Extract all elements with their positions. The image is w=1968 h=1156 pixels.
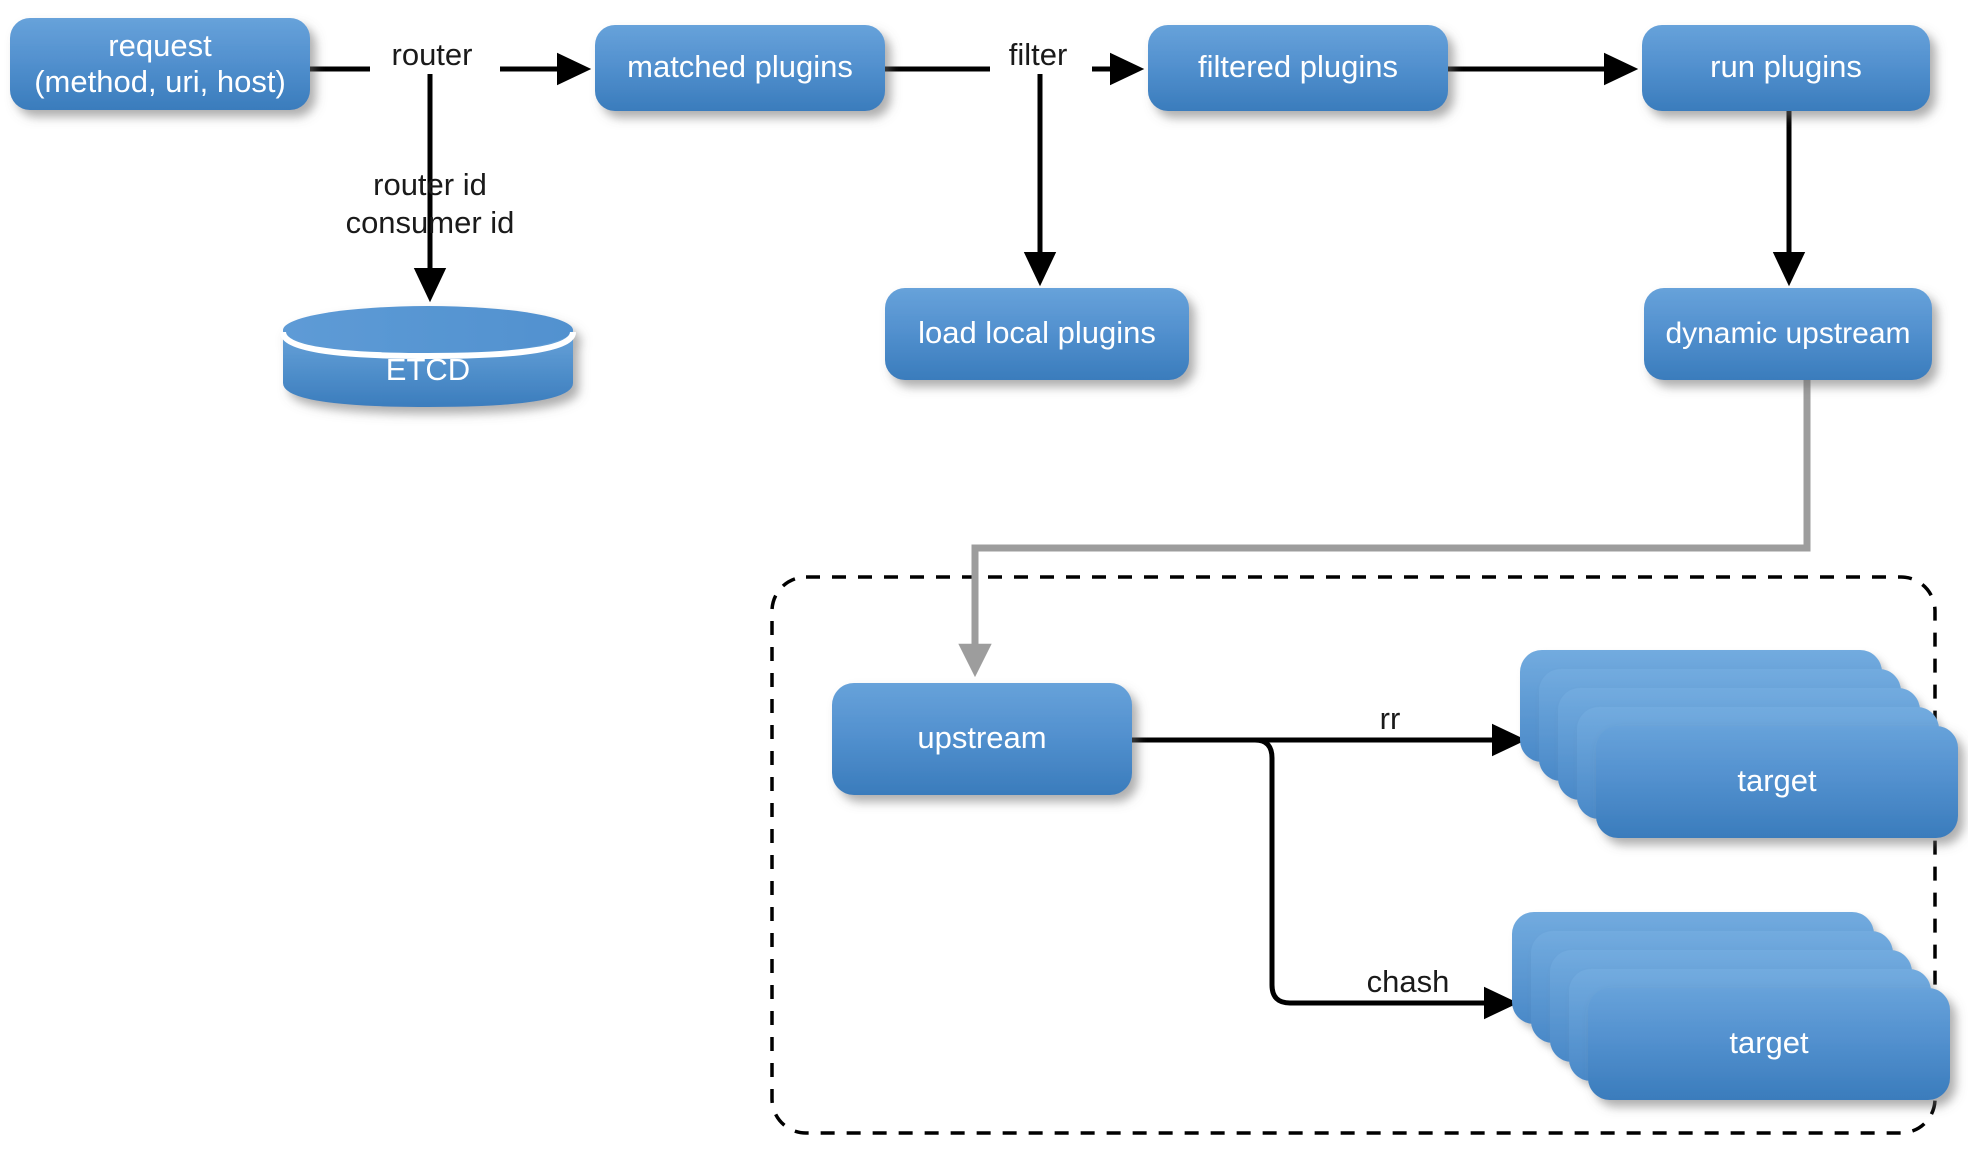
node-upstream-shape — [832, 683, 1132, 795]
node-target-rr-label: target — [1737, 763, 1817, 798]
edge-label-rr: rr — [1380, 701, 1401, 736]
edge-label-filter-bg — [990, 40, 1092, 74]
upstream-group-border — [770, 575, 1937, 1135]
node-target-rr-layer-front — [1596, 726, 1958, 838]
node-dynamic-upstream-shape — [1644, 288, 1932, 380]
node-load-local-plugins-label: load local plugins — [918, 315, 1156, 350]
edge-label-router-id: router id — [373, 167, 487, 202]
node-run-plugins[interactable]: run plugins — [1642, 25, 1930, 111]
edge-dynamic-to-upstream — [958, 380, 1811, 678]
node-dynamic-upstream-label: dynamic upstream — [1665, 317, 1910, 350]
node-etcd-top — [283, 306, 573, 354]
node-matched-plugins-shape — [595, 25, 885, 111]
edge-label-filter: filter — [1009, 37, 1068, 72]
node-request[interactable]: request (method, uri, host) — [10, 18, 310, 110]
node-target-chash-label: target — [1729, 1025, 1809, 1060]
node-filtered-plugins[interactable]: filtered plugins — [1148, 25, 1448, 111]
edge-label-chash: chash — [1367, 964, 1450, 999]
node-run-plugins-shape — [1642, 25, 1930, 111]
edge-upstream-to-target-chash — [1132, 737, 1519, 1020]
node-matched-plugins-label: matched plugins — [627, 49, 853, 84]
edge-label-consumer-id: consumer id — [346, 205, 515, 240]
node-etcd-label: ETCD — [386, 352, 470, 387]
node-etcd[interactable]: ETCD — [280, 306, 576, 407]
node-upstream-label: upstream — [917, 720, 1046, 755]
node-target-chash[interactable]: target — [1512, 912, 1950, 1100]
node-load-local-plugins[interactable]: load local plugins — [885, 288, 1189, 380]
node-etcd-rim — [280, 331, 576, 360]
node-upstream[interactable]: upstream — [832, 683, 1132, 795]
node-request-label-line1: request — [108, 28, 212, 63]
edge-label-router: router — [392, 37, 473, 72]
node-request-shape — [10, 18, 310, 110]
node-dynamic-upstream[interactable]: dynamic upstream — [1644, 288, 1932, 380]
edge-label-chash-bg — [1345, 966, 1475, 1000]
node-filtered-plugins-shape — [1148, 25, 1448, 111]
node-filtered-plugins-label: filtered plugins — [1198, 49, 1398, 84]
node-target-chash-layer-front — [1588, 988, 1950, 1100]
node-load-local-plugins-shape — [885, 288, 1189, 380]
node-request-label-line2: (method, uri, host) — [34, 64, 286, 99]
node-matched-plugins[interactable]: matched plugins — [595, 25, 885, 111]
edge-label-rr-bg — [1355, 703, 1425, 737]
edge-label-router-bg — [370, 40, 500, 74]
node-run-plugins-label: run plugins — [1710, 49, 1862, 84]
node-target-rr[interactable]: target — [1520, 650, 1958, 838]
